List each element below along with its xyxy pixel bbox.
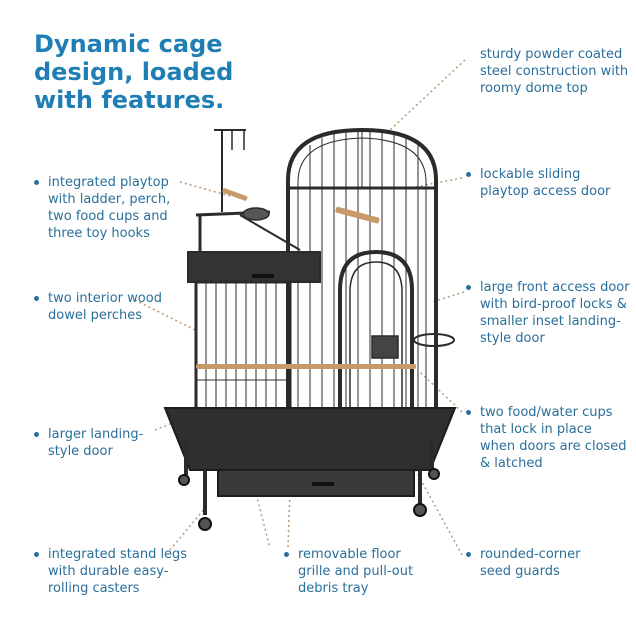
- bullet-icon: [466, 172, 471, 177]
- cage: [163, 127, 457, 531]
- feature-dome-top: sturdy powder coated steel construction …: [480, 47, 629, 96]
- feature-playtop: integrated playtop with ladder, perch, t…: [34, 174, 188, 242]
- page-headline: Dynamic cage design, loaded with feature…: [34, 30, 234, 114]
- feature-landing-door: larger landing-style door: [34, 426, 166, 460]
- bullet-icon: [466, 552, 471, 557]
- bullet-icon: [34, 296, 39, 301]
- feature-grille: removable floor grille and pull-out debr…: [284, 546, 433, 597]
- bullet-icon: [34, 552, 39, 557]
- feature-seed-guards: rounded-corner seed guards: [466, 546, 610, 580]
- playtop: [187, 129, 321, 283]
- feature-sliding-door: lockable sliding playtop access door: [466, 166, 630, 200]
- feature-perches: two interior wood dowel perches: [34, 290, 168, 324]
- feature-stand: integrated stand legs with durable easy-…: [34, 546, 188, 597]
- bullet-icon: [34, 432, 39, 437]
- dome-section: [286, 127, 438, 440]
- front-door: [338, 249, 414, 430]
- casters: [178, 468, 440, 531]
- base-tray: [163, 407, 457, 497]
- bullet-icon: [34, 180, 39, 185]
- bullet-icon: [284, 552, 289, 557]
- stand-legs: [184, 440, 434, 515]
- feature-front-door: large front access door with bird-proof …: [466, 279, 630, 347]
- bullet-icon: [466, 410, 471, 415]
- feature-cups: two food/water cups that lock in place w…: [466, 404, 630, 472]
- bullet-icon: [466, 285, 471, 290]
